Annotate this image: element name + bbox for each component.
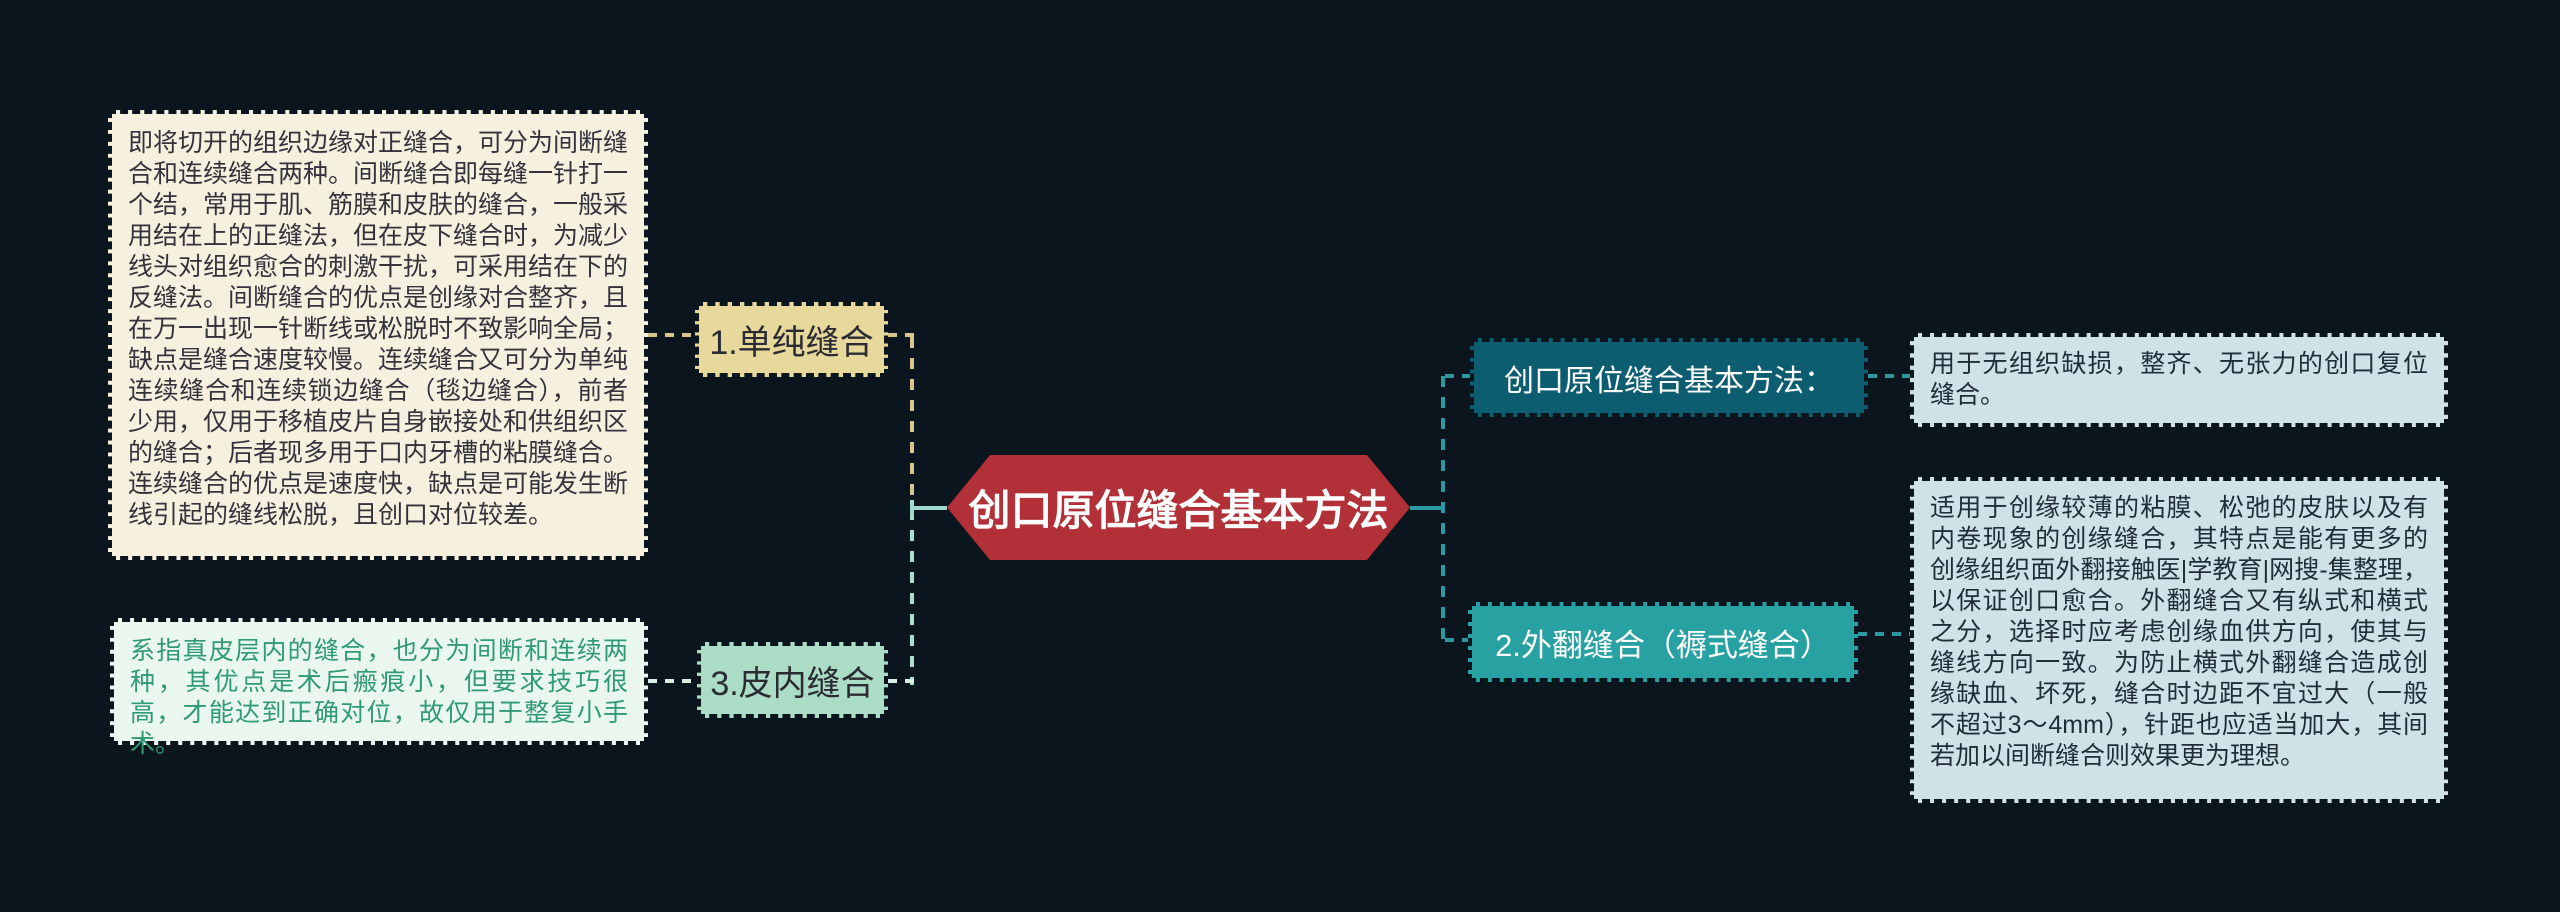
connector-node1-to-spine [888,333,914,337]
connector-left-spine-bottom [910,509,914,685]
node-basic-methods-heading[interactable]: 创口原位缝合基本方法： [1470,338,1868,417]
description-everting-suture[interactable]: 适用于创缘较薄的粘膜、松弛的皮肤以及有内卷现象的创缘缝合，其特点是能有更多的创缘… [1910,477,2448,803]
connector-desc1-to-node1 [648,333,695,337]
connector-heading-node-to-desc [1868,374,1910,378]
connector-node3-to-spine [888,679,914,683]
connector-right-spine [1441,376,1445,642]
connector-spine-to-heading-node [1445,374,1470,378]
connector-spine-to-node2 [1445,638,1468,642]
connector-center-to-right-spine [1410,506,1443,510]
connector-left-spine-top [910,337,914,509]
connector-spine-to-center [912,506,947,510]
description-basic-methods[interactable]: 用于无组织缺损，整齐、无张力的创口复位缝合。 [1910,333,2448,427]
node-intradermal-suture[interactable]: 3.皮内缝合 [697,642,888,718]
node-simple-suture[interactable]: 1.单纯缝合 [695,302,888,377]
node-everting-suture[interactable]: 2.外翻缝合（褥式缝合） [1468,602,1858,682]
connector-desc3-to-node3 [648,679,697,683]
central-topic-node[interactable]: 创口原位缝合基本方法 [947,455,1410,560]
connector-node2-to-desc [1858,632,1910,636]
description-intradermal-suture[interactable]: 系指真皮层内的缝合，也分为间断和连续两种，其优点是术后瘢痕小，但要求技巧很高，才… [110,618,648,758]
description-simple-suture[interactable]: 即将切开的组织边缘对正缝合，可分为间断缝合和连续缝合两种。间断缝合即每缝一针打一… [108,110,648,560]
